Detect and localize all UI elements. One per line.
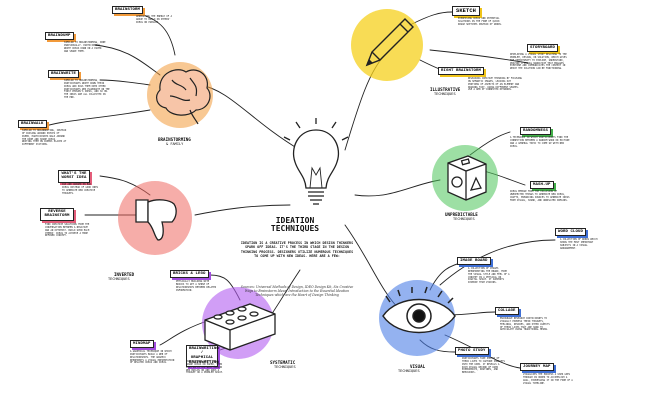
label-braindump: Braindump (45, 32, 74, 40)
connector-unpredictable (355, 180, 440, 196)
label-mashup: Mash-up (530, 181, 554, 189)
category-inverted: Inverted Techniques (108, 272, 134, 282)
desc-randomness: A technique in which participants find t… (510, 137, 570, 148)
desc-bricks-lego: Physically building with bricks to get a… (176, 281, 218, 292)
category-systematic-sub: Techniques (270, 365, 296, 369)
desc-brainwalk: Similar to brainwriting, instead of pass… (22, 130, 67, 147)
desc-storyboard: Developing a visual story relating to th… (510, 54, 572, 71)
label-photo-study: Photo Study (455, 347, 489, 355)
label-mindmap: Mindmap (130, 340, 154, 348)
label-word-cloud: Word Cloud (555, 228, 586, 236)
category-systematic: Systematic Techniques (270, 360, 296, 370)
category-unpredictable: Unpredictable Techniques (445, 212, 478, 222)
category-illustrative: Illustrative Techniques (430, 87, 460, 97)
sources-text: Sources: Universal Methods of Design, ID… (240, 285, 354, 297)
light-bulb-icon (284, 118, 348, 204)
intro-text: Ideation is a creative process in which … (238, 241, 356, 259)
category-visual: Visual Techniques (398, 364, 425, 374)
desc-photo-study: Participants take photos of their lives … (462, 358, 506, 375)
label-brainstorm: Brainstorm (112, 6, 143, 14)
desc-collage: Encourage research participants to visua… (500, 318, 550, 332)
category-brainstorming-sub: & family (158, 142, 191, 146)
illustrative-blob (351, 9, 423, 81)
connector-sketch (410, 12, 452, 25)
desc-right-brainstorm: Releasing creative thinking by focusing … (468, 78, 522, 92)
desc-braindump: Similar to brainstorming, done individua… (64, 42, 106, 53)
category-illustrative-sub: Techniques (430, 92, 460, 96)
label-reverse-brainstorm: Reverse Brainstorm (40, 208, 74, 221)
desc-journey-map: Visualizes the process a user goes throu… (523, 374, 573, 385)
category-inverted-sub: Techniques (108, 277, 134, 281)
label-journey-map: Journey Map (520, 363, 554, 371)
label-bricks-lego: Bricks & Lego (170, 270, 209, 278)
label-randomness: Randomness (520, 127, 551, 135)
label-brainwalk: Brainwalk (18, 120, 47, 128)
connector-brainstorming (200, 85, 300, 150)
label-collage: Collage (495, 307, 519, 315)
label-right-brainstorm: Right Brainstorm (438, 67, 484, 75)
label-image-board: Image Board (457, 257, 491, 265)
connector-brainwalk (40, 110, 150, 128)
desc-brainwrite: Similar to brainstorming, participants w… (64, 80, 110, 100)
desc-sketch: Expressing ideas and potential solutions… (458, 18, 506, 27)
shapes-cube-icon (448, 156, 486, 200)
label-sketch: Sketch (452, 6, 480, 16)
label-worst-idea: What's the Worst Idea (58, 170, 90, 183)
category-unpredictable-sub: Techniques (445, 217, 478, 221)
desc-mindmap: A graphical technique in which participa… (130, 351, 178, 365)
category-visual-sub: Techniques (398, 369, 425, 373)
connector-inverted (195, 205, 290, 215)
desc-word-cloud: A collection of words which shows the mo… (560, 239, 604, 250)
category-brainstorming: Brainstorming & family (158, 137, 191, 147)
label-storyboard: Storyboard (527, 44, 558, 52)
desc-image-board: A collection of images representing the … (468, 268, 512, 285)
desc-brainwriting-635: Participants write and share ideas on pa… (186, 361, 224, 375)
page-title: Ideation Techniques (255, 217, 335, 234)
label-brainwrite: Brainwrite (48, 70, 79, 78)
desc-brainstorm: Generating the energy of a group to buil… (136, 16, 176, 25)
desc-mashup: Ideas emerge from the collision of unexp… (510, 191, 570, 202)
desc-worst-idea: Ask and answer on bad ideas instead of g… (62, 184, 98, 195)
desc-reverse-brainstorm: Find creative solutions from the convers… (45, 224, 93, 238)
